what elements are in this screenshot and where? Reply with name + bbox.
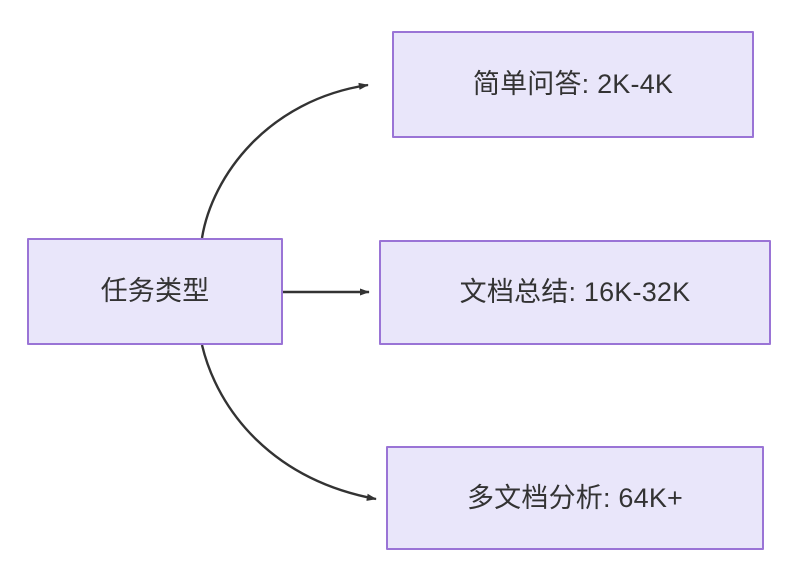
edge-source-simple-qa [200, 82, 369, 239]
node-label: 简单问答: 2K-4K [472, 69, 674, 100]
node-label: 多文档分析: 64K+ [466, 482, 683, 513]
node-simple-qa[interactable]: 简单问答: 2K-4K [392, 31, 754, 138]
node-multi-doc[interactable]: 多文档分析: 64K+ [386, 446, 764, 550]
edge-source-multi-doc [200, 344, 377, 501]
node-doc-summary[interactable]: 文档总结: 16K-32K [379, 240, 771, 345]
node-task-type[interactable]: 任务类型 [27, 238, 283, 345]
node-label: 文档总结: 16K-32K [459, 277, 691, 308]
node-label: 任务类型 [100, 276, 210, 307]
